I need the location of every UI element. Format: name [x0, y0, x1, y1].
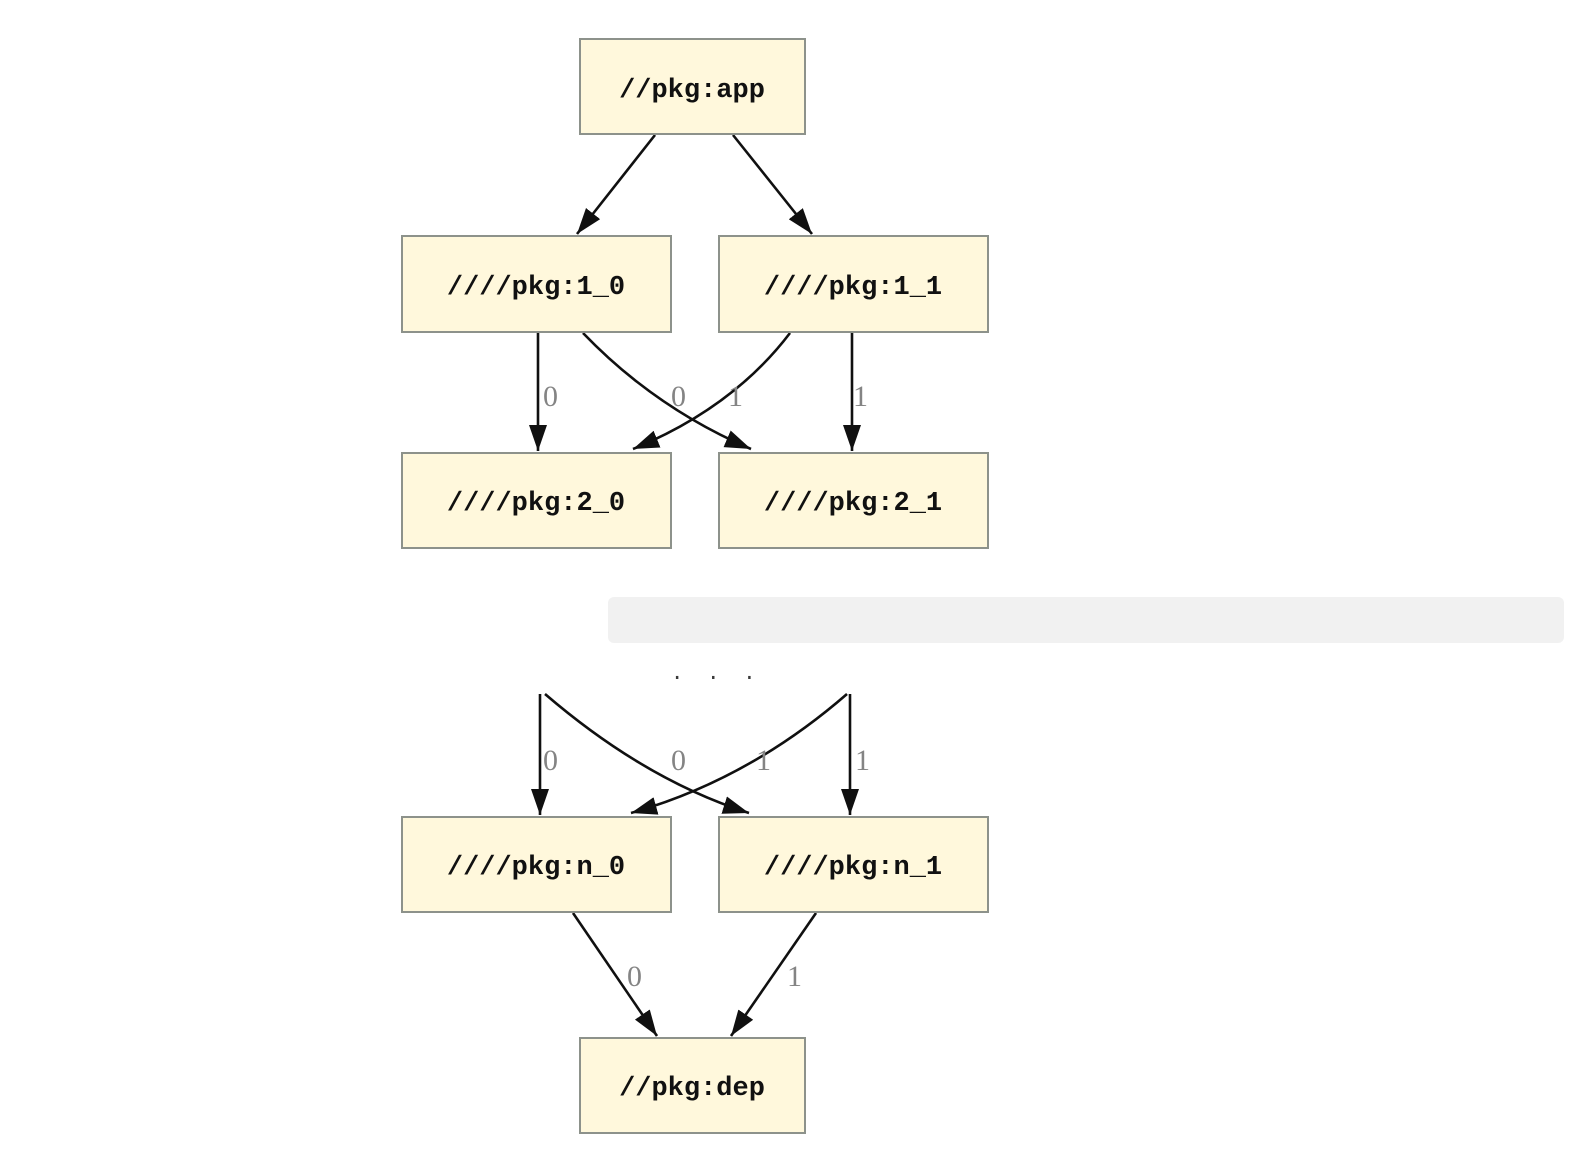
node-1_1-box: [718, 235, 989, 333]
edge-label: 1: [787, 960, 802, 993]
node-1_0-label: ////pkg:1_0: [447, 273, 625, 303]
node-1_0-box: [401, 235, 672, 333]
node-n_1: ////pkg:n_1: [718, 816, 989, 913]
edge-n_0-to-dep: [571, 912, 659, 1037]
node-2_0-box: [401, 452, 672, 549]
edge-label: 1: [756, 744, 771, 777]
edge-dots-to-n_0-cross: [630, 693, 848, 815]
edge-label: 0: [543, 744, 558, 777]
edge-app-to-1_0: [575, 134, 657, 235]
edge-label: 0: [671, 744, 686, 777]
node-n_0-box: [401, 816, 672, 913]
edge-label: 0: [671, 380, 686, 413]
node-n_1-label: ////pkg:n_1: [764, 853, 942, 883]
ellipsis-code-bar: . . .: [608, 597, 1564, 684]
node-2_0-label: ////pkg:2_0: [447, 489, 625, 519]
edge-1_0-to-2_1: [582, 332, 752, 451]
node-app-label: //pkg:app: [619, 76, 765, 106]
edge-n_1-to-dep: [729, 912, 818, 1037]
node-app-box: [579, 38, 806, 135]
node-2_1: ////pkg:2_1: [718, 452, 989, 549]
node-1_1-label: ////pkg:1_1: [764, 273, 942, 303]
edge-label: 1: [855, 744, 870, 777]
edge-label: 0: [627, 960, 642, 993]
node-1_0: ////pkg:1_0: [401, 235, 672, 333]
node-n_1-box: [718, 816, 989, 913]
node-n_0-label: ////pkg:n_0: [447, 853, 625, 883]
node-dep-label: //pkg:dep: [619, 1074, 765, 1104]
node-2_1-box: [718, 452, 989, 549]
node-2_0: ////pkg:2_0: [401, 452, 672, 549]
edge-label: 1: [728, 380, 743, 413]
node-app: //pkg:app: [579, 38, 806, 135]
node-2_1-label: ////pkg:2_1: [764, 489, 942, 519]
node-n_0: ////pkg:n_0: [401, 816, 672, 913]
edge-label: 0: [543, 380, 558, 413]
edge-app-to-1_1: [731, 134, 814, 235]
edge-1_1-to-2_0: [632, 332, 792, 451]
node-dep-box: [579, 1037, 806, 1134]
node-1_1: ////pkg:1_1: [718, 235, 989, 333]
edge-dots-to-n_1-cross: [544, 693, 750, 815]
edge-label: 1: [853, 380, 868, 413]
ellipsis-text: . . .: [671, 660, 756, 684]
node-dep: //pkg:dep: [579, 1037, 806, 1134]
